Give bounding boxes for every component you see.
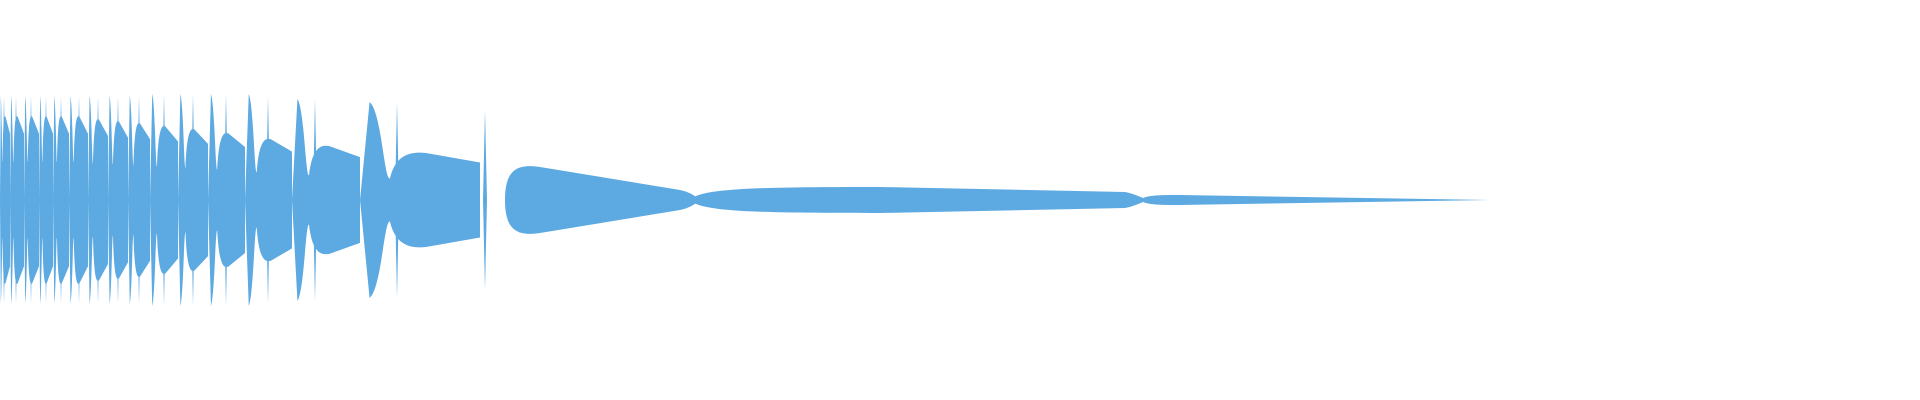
waveform-shape-group (0, 94, 1490, 306)
waveform-lobes (0, 94, 487, 306)
waveform-tail (1140, 195, 1490, 205)
waveform-taper (505, 166, 700, 234)
waveform-flat-segment (690, 187, 1148, 213)
